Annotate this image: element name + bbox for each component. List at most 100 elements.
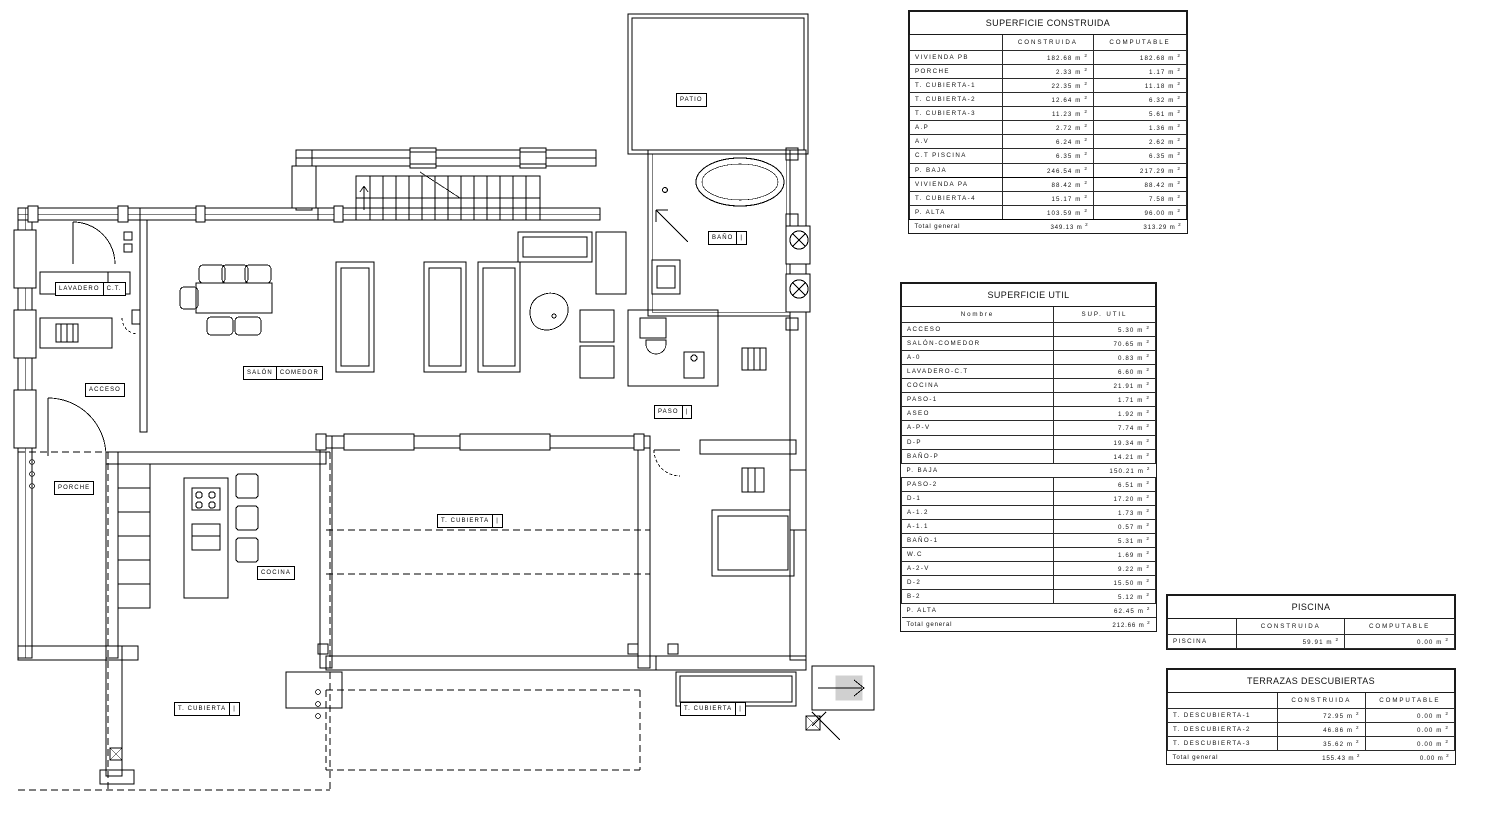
room-label-bano-mark: |: [736, 232, 746, 244]
room-label-t-cubierta-izq-text: T. CUBIERTA: [178, 706, 227, 712]
cell-value: 103.59 m 2: [1001, 204, 1095, 220]
cell-name: P. ALTA: [901, 603, 1054, 619]
cell-name: P. BAJA: [901, 462, 1054, 478]
cell-value: 88.42 m 2: [1093, 176, 1187, 192]
room-label-ct-text: C.T.: [102, 283, 125, 295]
cell-value: 1.73 m 2: [1052, 504, 1157, 520]
room-label-t-cubierta-izq: T. CUBIERTA |: [174, 702, 240, 716]
cell-value: 182.68 m 2: [1093, 49, 1187, 66]
cell-name: BAÑO-1: [901, 532, 1054, 549]
cell-name: A-1.1: [901, 518, 1054, 534]
col-head-terrazas-computable: COMPUTABLE: [1364, 692, 1456, 709]
table-title-util: SUPERFICIE UTIL: [901, 283, 1156, 307]
room-label-t-cubierta-centro-mark: |: [492, 515, 502, 527]
cell-value: 15.17 m 2: [1001, 190, 1095, 206]
cell-value: 12.64 m 2: [1001, 92, 1095, 108]
cell-name: A-P-V: [901, 420, 1054, 436]
room-label-t-cubierta-der-text: T. CUBIERTA: [684, 706, 733, 712]
cell-name: PASO-2: [901, 476, 1054, 492]
col-head-terrazas-construida: CONSTRUIDA: [1276, 692, 1366, 709]
cell-value: 21.91 m 2: [1052, 378, 1157, 394]
cell-value: 0.57 m 2: [1052, 518, 1157, 534]
cell-value: 1.71 m 2: [1052, 392, 1157, 408]
cell-value: 6.24 m 2: [1001, 134, 1095, 150]
room-label-paso-text: PASO: [658, 409, 679, 415]
cell-name: BAÑO-P: [901, 448, 1054, 464]
col-head-util-supUtil: SUP. UTIL: [1052, 306, 1157, 323]
cell-name: P. BAJA: [909, 162, 1003, 178]
cell-name: T. DESCUBIERTA-3: [1167, 736, 1278, 752]
room-label-acceso: ACCESO: [85, 383, 125, 397]
cell-value: 349.13 m 2: [1002, 218, 1094, 233]
cell-value: 96.00 m 2: [1093, 204, 1187, 220]
cell-value: 6.35 m 2: [1001, 148, 1095, 164]
cell-value: 6.35 m 2: [1093, 148, 1187, 164]
cell-value: 1.92 m 2: [1052, 406, 1157, 422]
cell-name: ASEO: [901, 406, 1054, 422]
cell-value: 88.42 m 2: [1001, 176, 1095, 192]
cell-value: 72.95 m 2: [1276, 707, 1366, 724]
cell-name: SALÓN-COMEDOR: [901, 336, 1054, 352]
cell-value: 7.74 m 2: [1052, 420, 1157, 436]
room-label-salon-text: SALÓN: [247, 370, 273, 376]
cell-name: VIVIENDA PB: [909, 49, 1003, 66]
cell-value: 5.31 m 2: [1052, 532, 1157, 549]
cell-name: T. DESCUBIERTA-2: [1167, 722, 1278, 738]
room-label-bano: BAÑO |: [708, 231, 748, 245]
cell-value: 5.12 m 2: [1052, 589, 1157, 605]
cell-name: D-1: [901, 490, 1054, 506]
table-terrazas-descubiertas: TERRAZAS DESCUBIERTAS CONSTRUIDA COMPUTA…: [1166, 668, 1456, 766]
col-head-piscina-construida: CONSTRUIDA: [1236, 618, 1346, 635]
cell-name: P. ALTA: [909, 204, 1003, 220]
cell-value: 6.32 m 2: [1093, 92, 1187, 108]
cell-value: 6.60 m 2: [1052, 364, 1157, 380]
cell-name: PORCHE: [909, 64, 1003, 80]
room-label-bano-text: BAÑO: [712, 235, 734, 241]
cell-value: 9.22 m 2: [1052, 561, 1157, 577]
cell-value: 2.72 m 2: [1001, 120, 1095, 136]
floor-plan-drawing: [13, 13, 875, 791]
room-label-t-cubierta-centro-text: T. CUBIERTA: [441, 518, 490, 524]
col-head-util-nombre: Nombre: [901, 306, 1054, 323]
cell-value: 313.29 m 2: [1093, 218, 1187, 233]
table-title-piscina: PISCINA: [1167, 595, 1455, 619]
cell-value: 217.29 m 2: [1093, 162, 1187, 178]
cell-name: T. DESCUBIERTA-1: [1167, 707, 1278, 724]
table-title-terrazas: TERRAZAS DESCUBIERTAS: [1167, 669, 1455, 693]
cell-value: 19.34 m 2: [1052, 434, 1157, 450]
cell-name: A-0: [901, 350, 1054, 366]
cell-value: 70.65 m 2: [1052, 336, 1157, 352]
cell-value: 0.00 m 2: [1365, 750, 1455, 765]
cell-value: 0.00 m 2: [1364, 722, 1456, 738]
cell-value: 46.86 m 2: [1276, 722, 1366, 738]
cell-value: 2.33 m 2: [1001, 64, 1095, 80]
cell-name: A-1.2: [901, 504, 1054, 520]
cell-value: 212.66 m 2: [1053, 617, 1156, 632]
cell-name: B-2: [901, 589, 1054, 605]
room-label-porche: PORCHE: [54, 481, 95, 495]
cell-name: Total general: [1167, 750, 1278, 765]
cell-value: 150.21 m 2: [1053, 462, 1156, 478]
col-head-construida-construida: CONSTRUIDA: [1001, 34, 1095, 51]
